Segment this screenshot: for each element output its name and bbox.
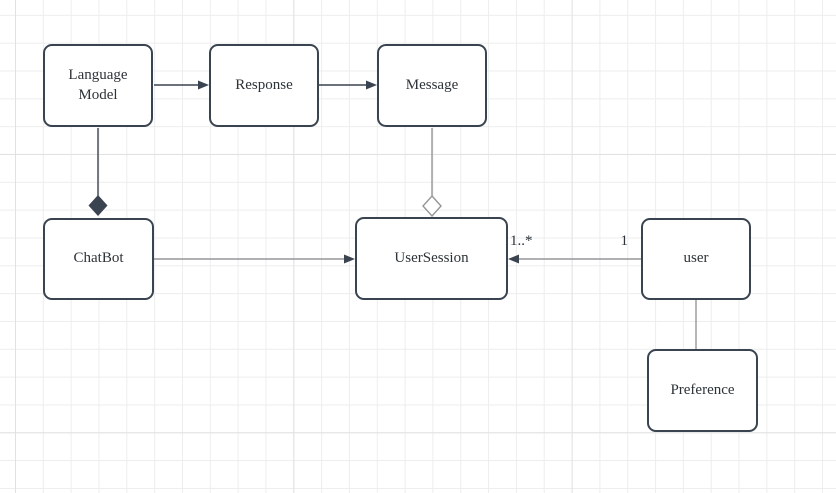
class-box-label: Language Model [68, 66, 128, 103]
open-diamond-icon [422, 194, 442, 218]
edge-response-message[interactable] [319, 80, 377, 90]
arrowhead-icon [366, 80, 377, 90]
class-box-message[interactable]: Message [377, 44, 487, 127]
edge-message-usersession-aggregation[interactable] [422, 128, 442, 218]
filled-diamond-icon [88, 195, 108, 216]
class-box-preference[interactable]: Preference [647, 349, 758, 432]
class-box-label: UserSession [394, 249, 469, 266]
class-box-label: Response [235, 76, 293, 93]
multiplicity-label-target[interactable]: 1..* [510, 233, 533, 249]
edge-languagemodel-chatbot-composition[interactable] [88, 128, 108, 216]
class-box-language-model[interactable]: Language Model [43, 44, 153, 127]
class-box-usersession[interactable]: UserSession [355, 217, 508, 300]
edge-chatbot-usersession[interactable] [154, 254, 355, 264]
arrowhead-icon [198, 80, 209, 90]
class-box-label: Preference [670, 381, 735, 398]
edge-languagemodel-response[interactable] [154, 80, 209, 90]
class-box-label: user [683, 250, 709, 267]
class-box-user[interactable]: user [641, 218, 751, 300]
class-box-label: ChatBot [73, 250, 124, 267]
arrowhead-icon [344, 254, 355, 264]
multiplicity-label-source[interactable]: 1 [620, 233, 629, 249]
edge-user-usersession[interactable] [508, 254, 641, 264]
class-box-label: Message [405, 76, 459, 93]
arrowhead-icon [508, 254, 519, 264]
class-box-response[interactable]: Response [209, 44, 319, 127]
class-box-chatbot[interactable]: ChatBot [43, 218, 154, 300]
